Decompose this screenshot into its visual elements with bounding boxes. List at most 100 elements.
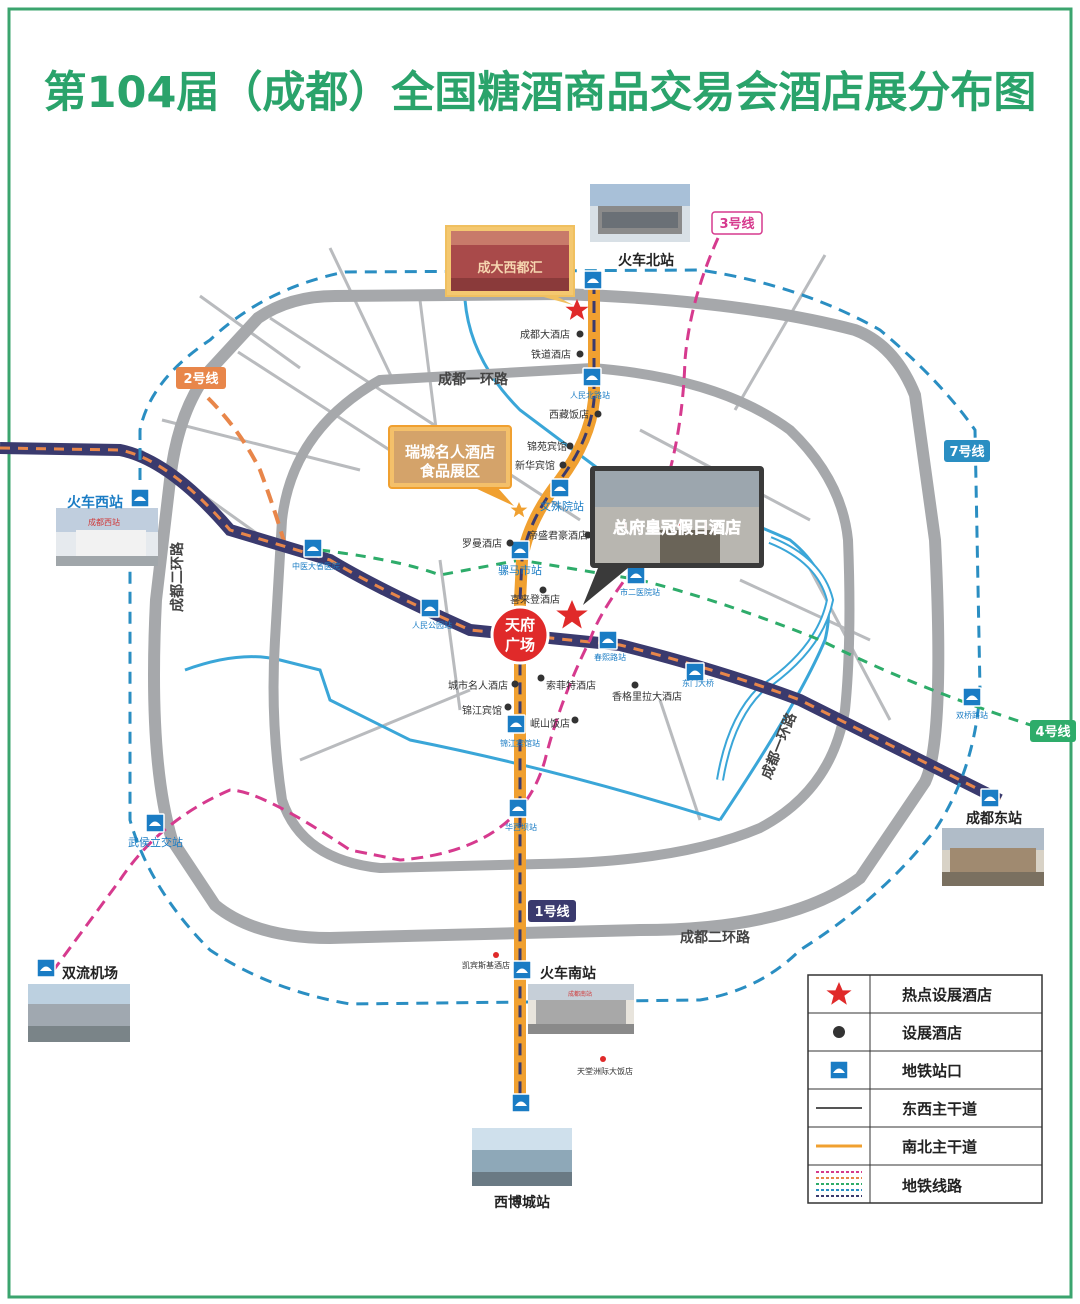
hotel-label: 成都大酒店 xyxy=(520,328,570,341)
metro-icon xyxy=(512,960,532,980)
svg-text:2号线: 2号线 xyxy=(183,371,218,387)
legend-label-hotel: 设展酒店 xyxy=(902,1024,962,1042)
hotel-label: 锦苑宾馆 xyxy=(527,440,567,453)
line-label-3: 3号线 xyxy=(711,211,763,235)
road-label-ring2-west: 成都二环路 xyxy=(169,541,186,612)
metro-icon xyxy=(980,788,1000,808)
station-name-xibo: 西博城站 xyxy=(494,1194,550,1211)
hot-hotel-star-chengda xyxy=(565,299,589,320)
svg-text:广场: 广场 xyxy=(505,636,535,654)
line-label-1: 1号线 xyxy=(528,900,576,922)
road-label-ring2-south: 成都二环路 xyxy=(680,929,751,946)
legend-label-metro-lines: 地铁线路 xyxy=(902,1177,963,1195)
hotel-label: 岷山饭店 xyxy=(530,717,570,730)
station-label-jinjiang: 锦江宾馆站 xyxy=(500,738,540,748)
callout-chengda[interactable]: 成大西都汇 xyxy=(445,225,575,305)
station-label-chunxi: 春熙路站 xyxy=(594,652,626,662)
line-label-7: 7号线 xyxy=(944,440,990,462)
metro-icon xyxy=(510,540,530,560)
hotel-label: 喜来登酒店 xyxy=(510,593,560,606)
hotel-label: 铁道酒店 xyxy=(531,348,571,361)
station-name-south: 火车南站 xyxy=(540,965,596,982)
hot-hotel-star-ruicheng xyxy=(510,502,528,518)
metro-icon xyxy=(303,538,323,558)
photo-east-station: 成都东站 xyxy=(942,810,1044,886)
ring-road-1 xyxy=(268,362,855,874)
station-name-east: 成都东站 xyxy=(966,810,1022,827)
hotel-label: 锦江宾馆 xyxy=(462,704,502,717)
legend-dot-icon xyxy=(833,1026,845,1038)
metro-icon xyxy=(598,630,618,650)
legend-label-metro: 地铁站口 xyxy=(902,1062,962,1080)
svg-text:7号线: 7号线 xyxy=(949,444,984,460)
hotel-label: 香格里拉大酒店 xyxy=(612,690,682,703)
station-name-shuangliu: 双流机场 xyxy=(62,965,118,982)
station-label-zhongyi: 中医大省医院 xyxy=(292,561,340,571)
east-west-metro xyxy=(0,442,1003,806)
metro-line-2 xyxy=(206,396,287,546)
outer-border xyxy=(7,7,1073,1299)
photo-shuangliu-airport: 双流机场 xyxy=(28,965,130,1042)
svg-text:总府皇冠假日酒店: 总府皇冠假日酒店 xyxy=(613,518,741,537)
station-label-huaxi: 华西坝站 xyxy=(505,822,537,832)
legend: 热点设展酒店 设展酒店 地铁站口 东西主干道 南北主干道 地铁线路 xyxy=(807,974,1043,1204)
south-station-sign: 成都南站 xyxy=(568,990,592,998)
west-station-sign: 成都西站 xyxy=(88,517,120,527)
station-name-north: 火车北站 xyxy=(618,252,674,269)
metro-icon xyxy=(420,598,440,618)
hotel-label: 凯宾斯基酒店 xyxy=(462,960,510,970)
photo-south-station: 成都南站 火车南站 xyxy=(528,965,634,1034)
metro-line-7 xyxy=(128,268,982,1006)
legend-metro-icon xyxy=(829,1060,849,1080)
road-label-ring1: 成都一环路 xyxy=(438,371,509,388)
hot-hotel-stars xyxy=(510,299,589,629)
metro-icon xyxy=(508,798,528,818)
metro-icon xyxy=(583,270,603,290)
road-label-ring1-east: 成都一环路 xyxy=(758,709,800,781)
metro-line-3 xyxy=(48,237,720,976)
metro-icon xyxy=(36,958,56,978)
station-label-shiergui: 市二医院站 xyxy=(620,587,660,597)
metro-icon xyxy=(130,488,150,508)
svg-text:1号线: 1号线 xyxy=(534,904,569,920)
callout-zongfu[interactable]: 总府皇冠假日酒店 xyxy=(583,466,764,605)
photo-xibo-station: 西博城站 xyxy=(472,1128,572,1211)
legend-label-ew-road: 东西主干道 xyxy=(902,1100,977,1118)
metro-icon xyxy=(550,478,570,498)
photo-west-station: 成都西站 火车西站 xyxy=(56,494,158,566)
station-label-shuangqiao: 双桥路站 xyxy=(956,710,988,720)
callout-ruicheng[interactable]: 瑞城名人酒店 食品展区 xyxy=(388,425,514,506)
metro-icon xyxy=(626,565,646,585)
svg-text:天府: 天府 xyxy=(505,616,535,634)
photo-north-station: 火车北站 xyxy=(590,184,690,269)
svg-text:食品展区: 食品展区 xyxy=(420,462,480,480)
station-label-renmin-north: 人民北路站 xyxy=(570,390,610,400)
svg-text:3号线: 3号线 xyxy=(719,216,754,232)
legend-star-icon xyxy=(826,982,852,1005)
legend-label-ns-road: 南北主干道 xyxy=(902,1138,977,1156)
station-name-west: 火车西站 xyxy=(67,494,123,511)
svg-text:4号线: 4号线 xyxy=(1035,724,1070,740)
legend-label-hot-hotel: 热点设展酒店 xyxy=(902,986,992,1004)
svg-text:瑞城名人酒店: 瑞城名人酒店 xyxy=(405,443,495,461)
map-title: 第104届（成都）全国糖酒商品交易会酒店展分布图 xyxy=(44,68,1037,118)
svg-text:成大西都汇: 成大西都汇 xyxy=(477,260,542,276)
line-label-4: 4号线 xyxy=(1030,720,1076,742)
hotel-label: 索菲特酒店 xyxy=(546,679,596,692)
legend-dotted-lines-icon xyxy=(816,1171,862,1197)
hotels: 成都大酒店 铁道酒店 西藏饭店 锦苑宾馆 新华宾馆 帝盛君豪酒店 罗曼酒店 喜来… xyxy=(448,328,682,1076)
station-label-dongmen: 东门大桥 xyxy=(682,678,714,688)
station-label-luomashi: 骡马市站 xyxy=(498,563,542,577)
station-label-renmin-park: 人民公园站 xyxy=(412,620,452,630)
ring-road-2 xyxy=(148,287,945,945)
station-label-wenshuyuan: 文殊院站 xyxy=(540,499,584,513)
hotel-label: 新华宾馆 xyxy=(515,459,555,472)
metro-icon xyxy=(511,1093,531,1113)
hotel-label: 帝盛君豪酒店 xyxy=(528,529,588,542)
tianfu-square-marker[interactable]: 天府 广场 xyxy=(490,605,550,665)
line-label-2: 2号线 xyxy=(176,367,226,389)
hotel-label: 西藏饭店 xyxy=(549,408,589,421)
metro-icon xyxy=(582,367,602,387)
